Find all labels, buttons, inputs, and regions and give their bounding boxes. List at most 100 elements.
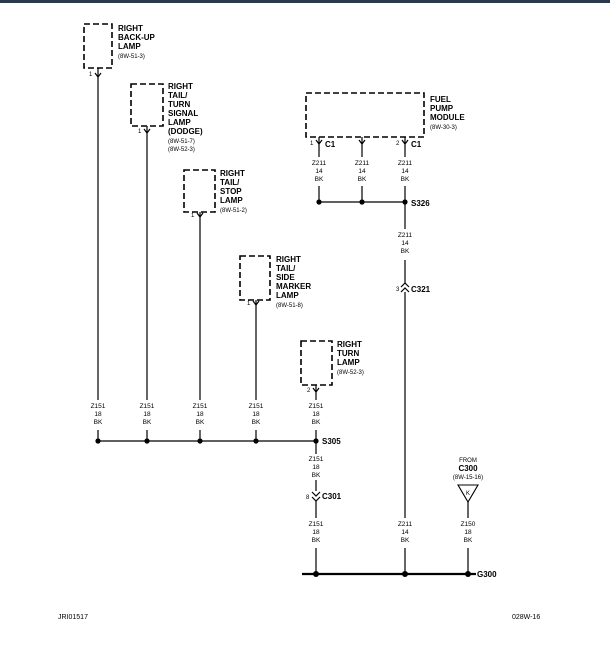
- tail-turn-title-5: LAMP: [168, 118, 191, 127]
- wire-label-color: BK: [312, 472, 321, 479]
- s326-to-ground-wire: Z211 14 BK 3 C321 Z211 14 BK: [396, 202, 431, 574]
- tail-turn-title-2: TAIL/: [168, 91, 188, 100]
- backup-lamp-pin: 1: [89, 72, 93, 78]
- c301-pin: 8: [306, 495, 310, 501]
- fuel-wire-label-2: Z211 14 BK: [355, 160, 370, 183]
- wire-label-name: Z151: [309, 521, 324, 528]
- lamp-wires: [97, 77, 317, 442]
- ground-dot: [313, 571, 319, 577]
- wire-label-color: BK: [252, 419, 261, 426]
- s305-to-ground-wire: Z151 18 BK 8 C301 Z151 18 BK: [306, 441, 342, 574]
- side-marker-ref: (8W-51-8): [276, 303, 303, 309]
- wire-label-name: Z150: [461, 521, 476, 528]
- fuel-pump-title-1: FUEL: [430, 95, 451, 104]
- side-marker-title-5: LAMP: [276, 291, 299, 300]
- wire-label-gauge: 18: [196, 411, 204, 418]
- wire-label-gauge: 18: [94, 411, 102, 418]
- wire-label-gauge: 14: [401, 240, 409, 247]
- backup-lamp-title-2: BACK-UP: [118, 33, 156, 42]
- splice-dot: [197, 438, 203, 444]
- fuel-pump-module: FUEL PUMP MODULE (8W-30-3) 1 C1 2 C1: [305, 92, 465, 149]
- tail-stop-title-3: STOP: [220, 187, 242, 196]
- tail-turn-title-3: TURN: [168, 100, 190, 109]
- side-marker-title-2: TAIL/: [276, 264, 296, 273]
- footer-left-code: JRI01517: [58, 614, 88, 621]
- fuel-pump-conn-1: C1: [325, 140, 336, 149]
- ground-label: G300: [477, 570, 497, 579]
- wire-label-color: BK: [143, 419, 152, 426]
- splice-dot: [95, 438, 101, 444]
- wire-label-color: BK: [401, 248, 410, 255]
- wire-label-gauge: 18: [464, 529, 472, 536]
- wire-label-color: BK: [464, 537, 473, 544]
- tail-turn-ref-1: (8W-51-7): [168, 139, 195, 145]
- lamp-wire-label-1: Z151 18 BK: [91, 403, 106, 426]
- wire-label-name: Z151: [249, 403, 264, 410]
- lamp-wire-label-2: Z151 18 BK: [140, 403, 155, 426]
- lamp-wire-label-5: Z151 18 BK: [309, 403, 324, 426]
- tail-stop-title-1: RIGHT: [220, 169, 245, 178]
- tail-turn-title-1: RIGHT: [168, 82, 193, 91]
- splice-s326: S326: [316, 199, 430, 208]
- tail-stop-title-2: TAIL/: [220, 178, 240, 187]
- from-pin: K: [466, 491, 470, 497]
- wire-label-gauge: 14: [401, 529, 409, 536]
- wire-label-gauge: 18: [252, 411, 260, 418]
- turn-lamp-title-3: LAMP: [337, 358, 360, 367]
- wire-label-color: BK: [312, 419, 321, 426]
- backup-lamp: RIGHT BACK-UP LAMP (8W-51-3) 1: [83, 23, 156, 78]
- wire-label-name: Z211: [398, 521, 413, 528]
- side-marker-pin: 1: [247, 301, 251, 307]
- wire-label-name: Z211: [398, 160, 413, 167]
- wire-label-gauge: 18: [312, 529, 320, 536]
- side-marker-lamp: RIGHT TAIL/ SIDE MARKER LAMP (8W-51-8) 1: [239, 255, 311, 309]
- wire-label-color: BK: [196, 419, 205, 426]
- side-marker-box: [239, 255, 271, 301]
- splice-dot: [316, 199, 322, 205]
- splice-dot: [253, 438, 259, 444]
- turn-lamp-title-2: TURN: [337, 349, 359, 358]
- backup-lamp-title-1: RIGHT: [118, 24, 143, 33]
- wire-label-gauge: 18: [312, 411, 320, 418]
- tail-stop-ref: (8W-51-2): [220, 208, 247, 214]
- tail-turn-signal-lamp: RIGHT TAIL/ TURN SIGNAL LAMP (DODGE) (8W…: [130, 82, 203, 153]
- splice-dot: [359, 199, 365, 205]
- wire-label-color: BK: [358, 176, 367, 183]
- tail-stop-title-4: LAMP: [220, 196, 243, 205]
- c321-label: C321: [411, 285, 431, 294]
- fuel-pump-box: [305, 92, 425, 138]
- wire-label-name: Z211: [312, 160, 327, 167]
- tail-stop-pin: 1: [191, 213, 195, 219]
- wire-label-name: Z151: [193, 403, 208, 410]
- from-label: FROM: [459, 458, 477, 464]
- wire-label-gauge: 18: [143, 411, 151, 418]
- splice-dot: [144, 438, 150, 444]
- footer-right-code: 028W-16: [512, 614, 540, 621]
- fuel-pump-title-3: MODULE: [430, 113, 465, 122]
- lamp-wire-label-3: Z151 18 BK: [193, 403, 208, 426]
- ground-dot: [465, 571, 471, 577]
- from-c300: FROM C300 (8W-15-16) K Z150 18 BK: [453, 458, 483, 574]
- turn-lamp-ref: (8W-52-3): [337, 370, 364, 376]
- side-marker-title-1: RIGHT: [276, 255, 301, 264]
- turn-lamp-title-1: RIGHT: [337, 340, 362, 349]
- window-top-bar: [0, 0, 610, 3]
- tail-stop-box: [183, 169, 216, 213]
- wire-label-color: BK: [401, 537, 410, 544]
- wire-label-color: BK: [315, 176, 324, 183]
- wire-label-name: Z151: [309, 456, 324, 463]
- backup-lamp-title-3: LAMP: [118, 42, 141, 51]
- from-connector: C300: [458, 464, 478, 473]
- fuel-pump-pin-2: 2: [396, 141, 400, 147]
- fuel-wire-label-3: Z211 14 BK: [398, 160, 413, 183]
- splice-s305-label: S305: [322, 437, 341, 446]
- fuel-pump-pin-1: 1: [310, 141, 314, 147]
- tail-turn-box: [130, 83, 164, 127]
- fuel-pump-conn-2: C1: [411, 140, 422, 149]
- tail-turn-title-4: SIGNAL: [168, 109, 198, 118]
- side-marker-title-3: SIDE: [276, 273, 295, 282]
- tail-turn-pin: 1: [138, 129, 142, 135]
- tail-turn-title-6: (DODGE): [168, 127, 203, 136]
- wire-label-name: Z211: [398, 232, 413, 239]
